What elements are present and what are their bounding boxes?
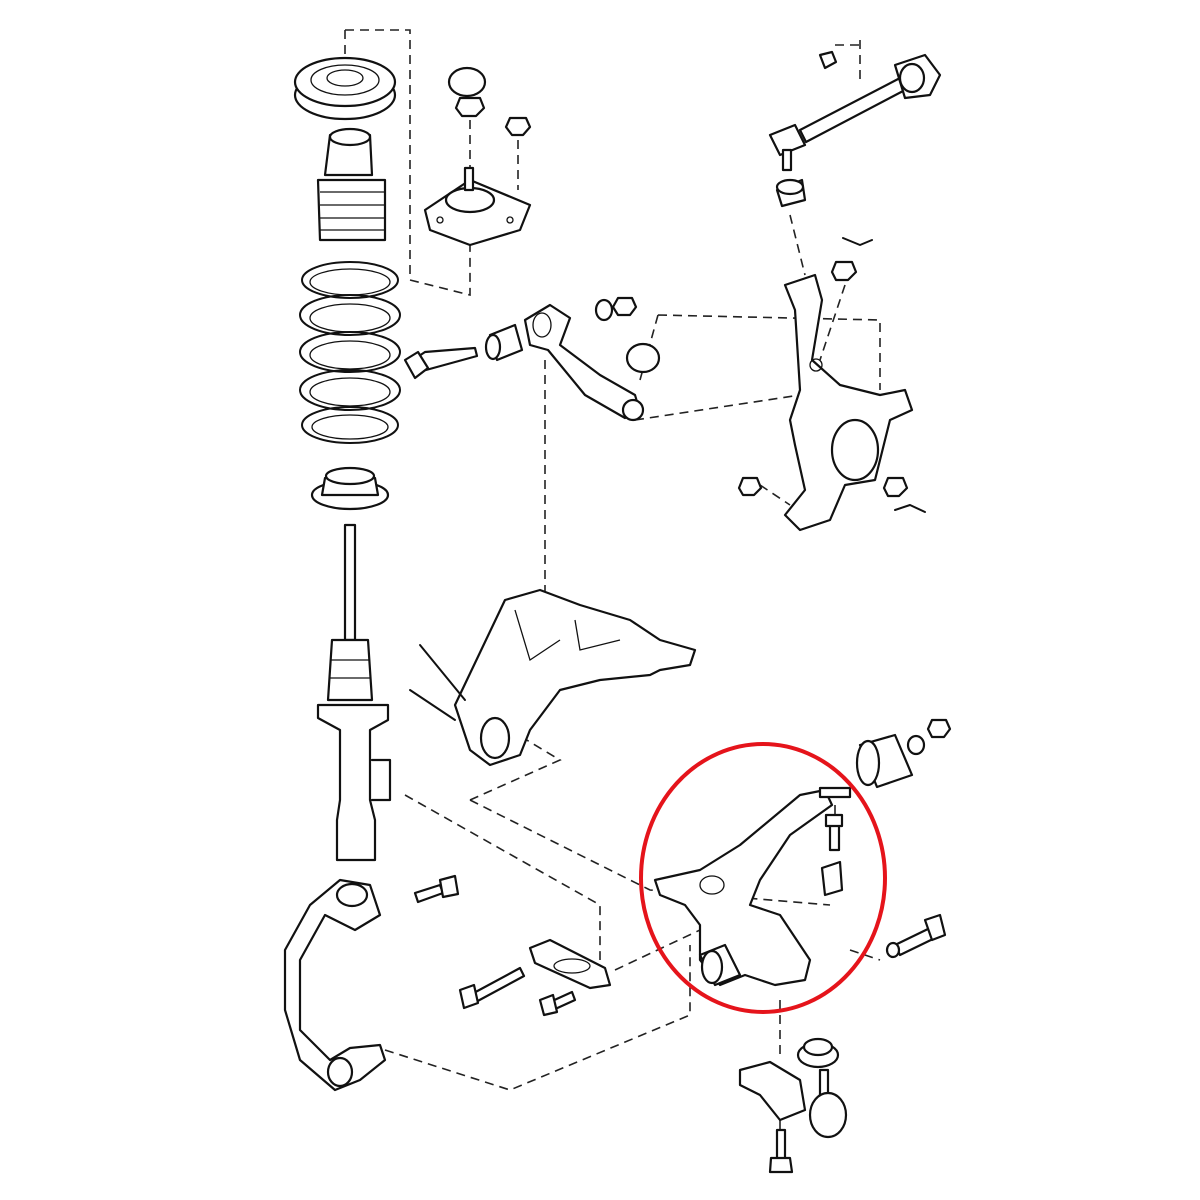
steering-knuckle — [783, 273, 914, 532]
stabilizer-bracket — [528, 938, 612, 990]
nut-icon — [611, 296, 638, 317]
bolt-icon — [413, 874, 460, 904]
nut-icon — [454, 96, 486, 118]
bolt-icon — [538, 990, 577, 1017]
trailing-arm — [283, 878, 387, 1092]
dust-cap — [447, 66, 487, 98]
lower-arm-rear-bushing — [855, 733, 914, 789]
tie-rod-boot — [775, 178, 807, 208]
lower-control-arm — [653, 786, 852, 987]
bolt-icon — [768, 1128, 794, 1174]
upper-control-arm — [523, 303, 645, 422]
washer-icon — [594, 298, 614, 322]
bolt-icon — [458, 966, 526, 1010]
bolt-icon — [824, 813, 844, 852]
upper-arm-bolt — [403, 346, 479, 380]
nut-icon — [882, 476, 909, 498]
nut-icon — [737, 476, 763, 497]
upper-arm-bushing — [484, 323, 524, 362]
highlight-circle — [639, 742, 887, 1014]
subframe — [409, 588, 697, 767]
strut-upper-bearing — [293, 56, 397, 121]
washer-icon — [906, 734, 926, 756]
upper-arm-bushing-insert — [625, 342, 661, 374]
nut-icon — [504, 116, 532, 137]
tie-rod — [768, 50, 942, 172]
nut-icon — [926, 718, 952, 739]
spring-seat — [310, 466, 390, 511]
nut-icon — [830, 260, 858, 282]
coil-spring — [299, 261, 401, 444]
bump-stop-boot — [316, 127, 387, 242]
strut-mount — [423, 166, 532, 247]
shock-absorber — [316, 523, 392, 862]
ball-joint — [738, 1037, 848, 1139]
bolt-icon — [885, 913, 947, 959]
cotter-pin — [842, 237, 926, 513]
bracket-icon — [820, 860, 844, 897]
